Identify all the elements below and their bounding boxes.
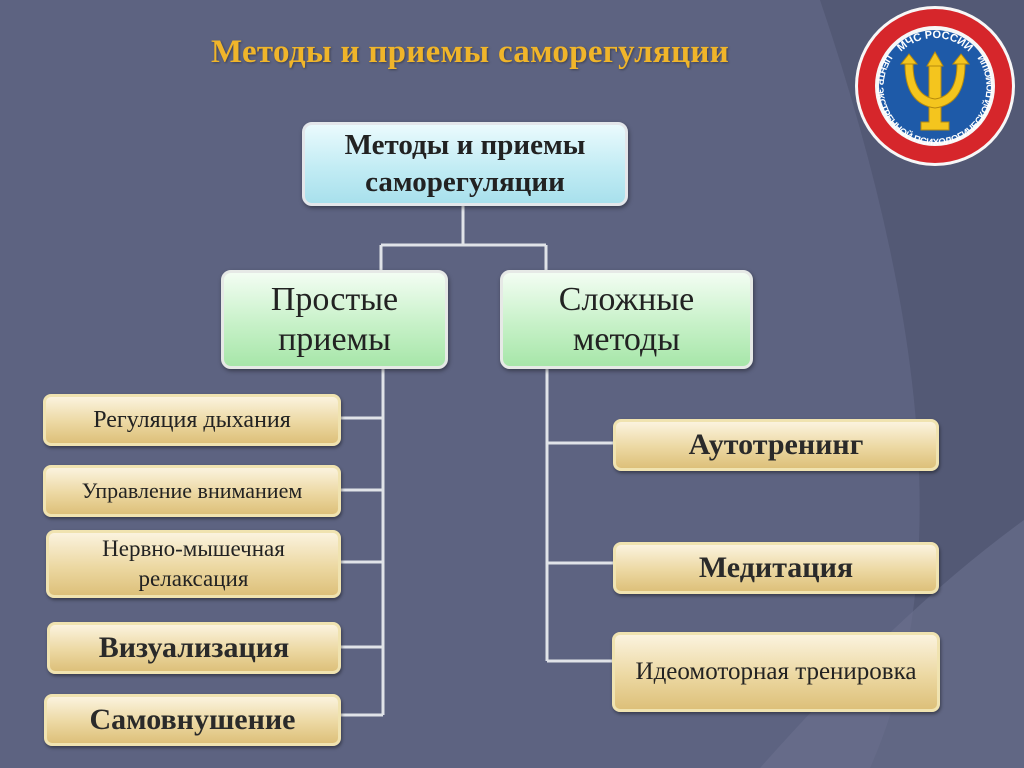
psi-trident-icon	[899, 50, 971, 131]
leaf-ideomotor-training: Идеомоторная тренировка	[612, 632, 940, 712]
branch-simple-techniques: Простые приемы	[221, 270, 448, 369]
leaf-breathing-regulation: Регуляция дыхания	[43, 394, 341, 446]
leaf-attention-control: Управление вниманием	[43, 465, 341, 517]
leaf-muscle-relaxation: Нервно-мышечная релаксация	[46, 530, 341, 598]
leaf-visualization: Визуализация	[47, 622, 341, 674]
root-node: Методы и приемы саморегуляции	[302, 122, 628, 206]
leaf-autotraining: Аутотренинг	[613, 419, 939, 471]
branch-complex-methods: Сложные методы	[500, 270, 753, 369]
leaf-meditation: Медитация	[613, 542, 939, 594]
emercom-psychology-logo: МЧС РОССИИ ЦЕНТР ЭКСТРЕННОЙ ПСИХОЛОГИЧЕС…	[855, 6, 1015, 166]
leaf-self-suggestion: Самовнушение	[44, 694, 341, 746]
page-title: Методы и приемы саморегуляции	[210, 34, 730, 70]
